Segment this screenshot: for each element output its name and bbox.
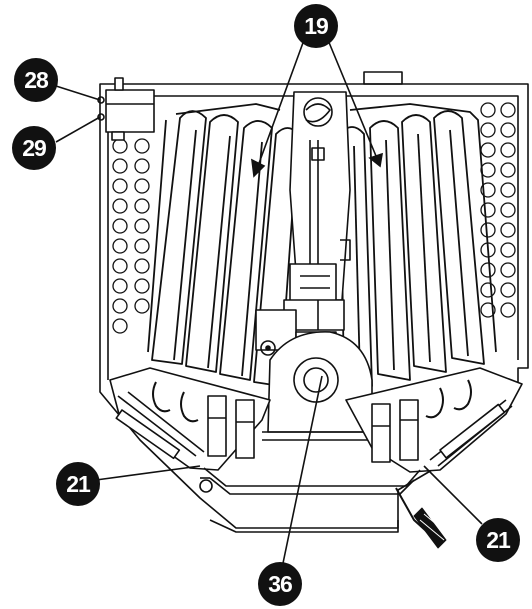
left-burner-tubes — [147, 103, 299, 387]
right-manifold — [345, 367, 523, 473]
callout-28: 28 — [14, 58, 58, 102]
cabinet-inner-edge — [107, 95, 519, 380]
top-tab — [363, 71, 403, 85]
right-burner-tubes — [339, 103, 497, 387]
callout-36: 36 — [258, 562, 302, 606]
control-box — [97, 77, 155, 141]
callout-19: 19 — [294, 4, 338, 48]
callout-29: 29 — [12, 126, 56, 170]
callout-21-left: 21 — [56, 462, 100, 506]
left-manifold — [109, 367, 271, 471]
bottom-flange — [209, 519, 399, 533]
leader-lines — [55, 39, 483, 569]
right-vent-holes — [480, 102, 516, 318]
base-rail — [199, 467, 421, 495]
callout-21-right: 21 — [476, 518, 520, 562]
gas-inlet-connector — [395, 487, 449, 549]
left-vent-holes — [112, 138, 150, 334]
